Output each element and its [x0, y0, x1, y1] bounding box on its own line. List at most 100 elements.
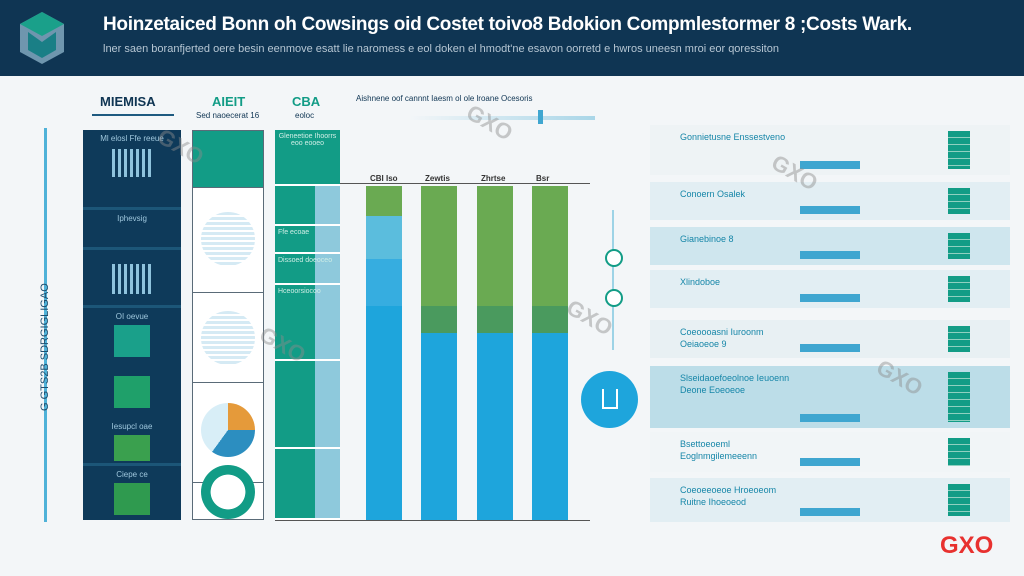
platform-icon [800, 414, 860, 422]
column-sublabel-2: Sed naoecerat 16 [196, 111, 260, 120]
platform-icon [800, 206, 860, 214]
teal-cell: Dissoed doeoceo [275, 254, 340, 285]
info-row: Slseidaoefoeolnoe Ieuoenn Deone Eoeoeoe [650, 366, 1010, 428]
dark-cell [83, 368, 181, 418]
page-subtitle: lner saen boranfjerted oere besin eenmov… [103, 43, 779, 55]
bar-segment [532, 332, 568, 520]
dark-cell [83, 250, 181, 308]
column-sublabel-3: eoloc [295, 111, 315, 120]
hexagon-logo-icon [20, 12, 64, 64]
connector-line [612, 210, 614, 350]
bar [532, 186, 568, 520]
row-text: Gonnietusne Enssestveno [680, 132, 786, 142]
row-text: Xlindoboe [680, 277, 721, 287]
building-icon [948, 484, 970, 516]
teal-cell: Ffe ecoae [275, 226, 340, 254]
chart-icon [114, 435, 150, 461]
image-cell [193, 465, 263, 521]
step-circle-icon [605, 289, 623, 307]
building-icon [948, 188, 970, 214]
chart-caption: Aishnene oof cannnt Iaesm ol ole lroane … [356, 94, 533, 103]
bar-segment [532, 306, 568, 333]
cell-text: Iphevsig [117, 214, 147, 223]
bar-label: Bsr [536, 174, 550, 183]
globe-image [201, 311, 255, 365]
building-icon [948, 233, 970, 259]
teal-cell [275, 361, 340, 449]
column-underline [92, 114, 174, 116]
platform-icon [800, 294, 860, 302]
platform-icon [800, 161, 860, 169]
info-row: Coeoeeoeoe Hroeoeom Ruitne Ihoeoeod [650, 478, 1010, 522]
cell-text: OI oevue [115, 312, 149, 321]
info-row: Gianebinoe 8 [650, 227, 1010, 265]
page-title: Hoinzetaiced Bonn oh Cowsings oid Costet… [103, 14, 912, 35]
bar-segment [477, 306, 513, 333]
bar [421, 186, 457, 520]
info-row: Xlindoboe [650, 270, 1010, 308]
image-cell [193, 383, 263, 483]
bar-label: Zewtis [425, 174, 450, 183]
server-icon [112, 149, 152, 177]
cell-text: Ml elosl Ffe reeue [100, 134, 164, 143]
platform-icon [800, 458, 860, 466]
bar-segment [421, 332, 457, 520]
image-cell [193, 188, 263, 293]
building-icon [948, 326, 970, 352]
row-text: Conoern Osalek [680, 189, 746, 199]
platform-icon [800, 251, 860, 259]
bar-label: Zhrtse [481, 174, 506, 183]
column-label-1: MIEMISA [100, 94, 156, 109]
info-row: Gonnietusne Enssestveno [650, 125, 1010, 175]
info-row: Bsettoeoeml Eoglnmgilemeeenn [650, 432, 1010, 472]
grid-icon [114, 325, 150, 357]
teal-header: Gleneetioe Ihoorrs eoo eooeo [275, 130, 340, 186]
building-icon [948, 438, 970, 466]
bar-segment [366, 259, 402, 307]
building-circle-icon [581, 371, 638, 428]
info-row: Conoern Osalek [650, 182, 1010, 220]
bar-label: CBI Iso [370, 174, 398, 183]
teal-cell [275, 449, 340, 520]
dark-cell: Iesupcl oae [83, 418, 181, 466]
teal-cell [275, 186, 340, 226]
row-text: Coeoeeoeoe Hroeoeom Ruitne Ihoeoeod [680, 485, 777, 507]
teal-column: Gleneetioe Ihoorrs eoo eooeo Ffe ecoae D… [275, 130, 340, 520]
image-column [192, 130, 264, 520]
bar-segment [366, 306, 402, 520]
bar-segment [421, 186, 457, 307]
building-icon [948, 372, 970, 422]
row-text: Gianebinoe 8 [680, 234, 734, 244]
row-text: Coeoooasni Iuroonm Oeiaoeoe 9 [680, 327, 764, 349]
gxo-logo: GXO [940, 532, 994, 559]
teal-cell: Hceoorsiocoo [275, 285, 340, 361]
chart-baseline [275, 520, 590, 521]
info-row: Coeoooasni Iuroonm Oeiaoeoe 9 [650, 320, 1010, 358]
globe-image [201, 212, 255, 266]
chart-top-line [340, 183, 590, 184]
screen-icon [114, 483, 150, 515]
slider-handle [538, 110, 543, 124]
column-label-3: CBA [292, 94, 321, 109]
vertical-axis-line [44, 128, 47, 522]
building-icon [948, 131, 970, 169]
dark-cell: Ml elosl Ffe reeue [83, 130, 181, 210]
bar-segment [366, 186, 402, 217]
platform-icon [800, 344, 860, 352]
bar-segment [532, 186, 568, 307]
circle-icon [114, 376, 150, 408]
bar-segment [421, 306, 457, 333]
column-label-2: AIEIT [212, 94, 246, 109]
bar-segment [477, 186, 513, 307]
bars-icon [112, 264, 152, 294]
step-circle-icon [605, 249, 623, 267]
platform-icon [800, 508, 860, 516]
row-text: Slseidaoefoeolnoe Ieuoenn Deone Eoeoeoe [680, 373, 790, 395]
bar [477, 186, 513, 520]
bar [366, 186, 402, 520]
dark-cell: Ciepe ce [83, 466, 181, 520]
building-glyph [601, 389, 618, 409]
dark-cell: OI oevue [83, 308, 181, 368]
cell-text: Iesupcl oae [111, 422, 153, 431]
vertical-label: G GTS2B SDRGIGLIGAO [39, 283, 51, 411]
